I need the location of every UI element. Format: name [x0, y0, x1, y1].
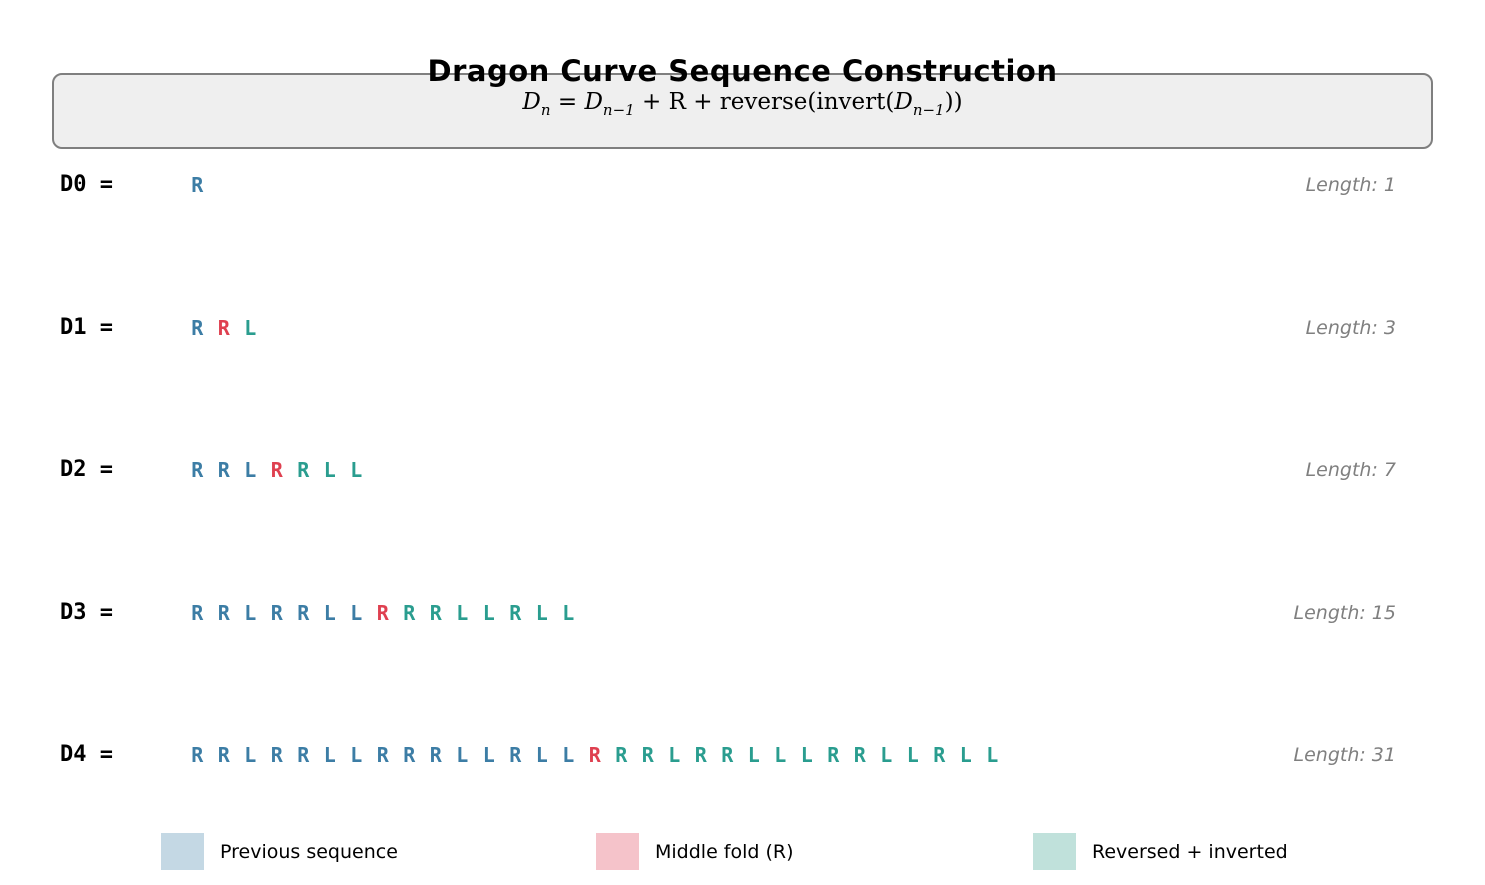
row-length: Length: 31 — [1293, 744, 1397, 766]
seq-char-reversed: R — [615, 743, 628, 767]
seq-char-reversed: L — [323, 458, 336, 482]
seq-char-previous: R — [217, 743, 230, 767]
row-length: Length: 3 — [1305, 316, 1396, 339]
seq-char-previous: R — [270, 743, 283, 767]
formula-segment: D — [894, 89, 913, 115]
seq-char-previous: R — [297, 600, 310, 625]
seq-char-previous: L — [244, 458, 257, 482]
seq-char-previous: R — [217, 458, 230, 482]
row-label: D4 = — [60, 742, 113, 767]
legend-item: Reversed + inverted — [1033, 833, 1288, 870]
seq-char-previous: R — [429, 743, 442, 767]
formula: Dn = Dn−1 + R + reverse(invert(Dn−1)) — [54, 89, 1431, 161]
formula-segment: n — [540, 101, 551, 119]
sequence-letters: R — [184, 165, 211, 207]
legend-swatch — [161, 833, 204, 870]
seq-char-reversed: L — [668, 743, 681, 767]
seq-char-previous: R — [403, 743, 416, 767]
seq-char-reversed: R — [403, 600, 416, 625]
seq-char-reversed: R — [641, 743, 654, 767]
row-label: D3 = — [60, 599, 113, 625]
seq-char-previous: L — [456, 743, 469, 767]
formula-segment: n−1 — [602, 101, 635, 119]
seq-char-previous: R — [376, 743, 389, 767]
page-title: Dragon Curve Sequence Construction — [427, 54, 1058, 88]
seq-char-previous: R — [191, 315, 204, 340]
seq-char-previous: R — [509, 743, 522, 767]
seq-char-reversed: L — [482, 600, 495, 625]
row-length: Length: 15 — [1293, 601, 1397, 624]
legend-swatch — [1033, 833, 1076, 870]
seq-char-reversed: L — [350, 458, 363, 482]
seq-char-previous: R — [191, 173, 204, 197]
seq-char-previous: L — [244, 600, 257, 625]
formula-segment: D — [522, 89, 541, 115]
formula-box: Dn = Dn−1 + R + reverse(invert(Dn−1)) — [52, 73, 1433, 149]
legend-item: Previous sequence — [161, 833, 398, 870]
seq-char-middle: R — [270, 458, 283, 482]
seq-char-previous: R — [297, 743, 310, 767]
seq-char-reversed: L — [747, 743, 760, 767]
seq-char-previous: R — [217, 600, 230, 625]
seq-char-previous: R — [270, 600, 283, 625]
seq-char-reversed: R — [297, 458, 310, 482]
formula-segment: )) — [944, 89, 963, 115]
seq-char-previous: L — [323, 600, 336, 625]
seq-char-previous: L — [482, 743, 495, 767]
seq-char-reversed: R — [827, 743, 840, 767]
seq-char-middle: R — [588, 743, 601, 767]
seq-char-reversed: L — [535, 600, 548, 625]
seq-char-previous: L — [350, 743, 363, 767]
formula-segment: = — [550, 89, 585, 115]
formula-segment: + R + reverse(invert( — [634, 89, 895, 115]
row-length: Length: 7 — [1305, 459, 1396, 481]
row-label: D0 = — [60, 172, 113, 197]
seq-char-reversed: L — [880, 743, 893, 767]
seq-char-previous: R — [191, 600, 204, 625]
legend-label: Reversed + inverted — [1092, 840, 1288, 863]
seq-char-reversed: R — [933, 743, 946, 767]
row-label: D2 = — [60, 457, 113, 482]
seq-char-reversed: L — [800, 743, 813, 767]
seq-char-previous: L — [323, 743, 336, 767]
legend-item: Middle fold (R) — [596, 833, 794, 870]
seq-char-previous: L — [350, 600, 363, 625]
seq-char-middle: R — [217, 315, 230, 340]
legend-swatch — [596, 833, 639, 870]
row-length: Length: 1 — [1305, 174, 1396, 196]
seq-char-middle: R — [376, 600, 389, 625]
seq-char-reversed: L — [774, 743, 787, 767]
seq-char-reversed: R — [853, 743, 866, 767]
seq-char-previous: L — [562, 743, 575, 767]
seq-char-reversed: L — [986, 743, 999, 767]
seq-char-reversed: R — [429, 600, 442, 625]
seq-char-reversed: L — [456, 600, 469, 625]
seq-char-previous: L — [244, 743, 257, 767]
seq-char-reversed: L — [906, 743, 919, 767]
formula-segment: n−1 — [912, 101, 945, 119]
seq-char-reversed: L — [959, 743, 972, 767]
seq-char-reversed: R — [721, 743, 734, 767]
legend-label: Previous sequence — [220, 840, 398, 863]
seq-char-reversed: R — [694, 743, 707, 767]
seq-char-previous: R — [191, 743, 204, 767]
seq-char-reversed: R — [509, 600, 522, 625]
seq-char-reversed: L — [244, 315, 257, 340]
formula-segment: D — [584, 89, 603, 115]
seq-char-reversed: L — [562, 600, 575, 625]
seq-char-previous: L — [535, 743, 548, 767]
legend-label: Middle fold (R) — [655, 840, 794, 863]
seq-char-previous: R — [191, 458, 204, 482]
row-label: D1 = — [60, 314, 113, 340]
sequence-row-d0: D0 = R Length: 1 — [0, 165, 1485, 205]
